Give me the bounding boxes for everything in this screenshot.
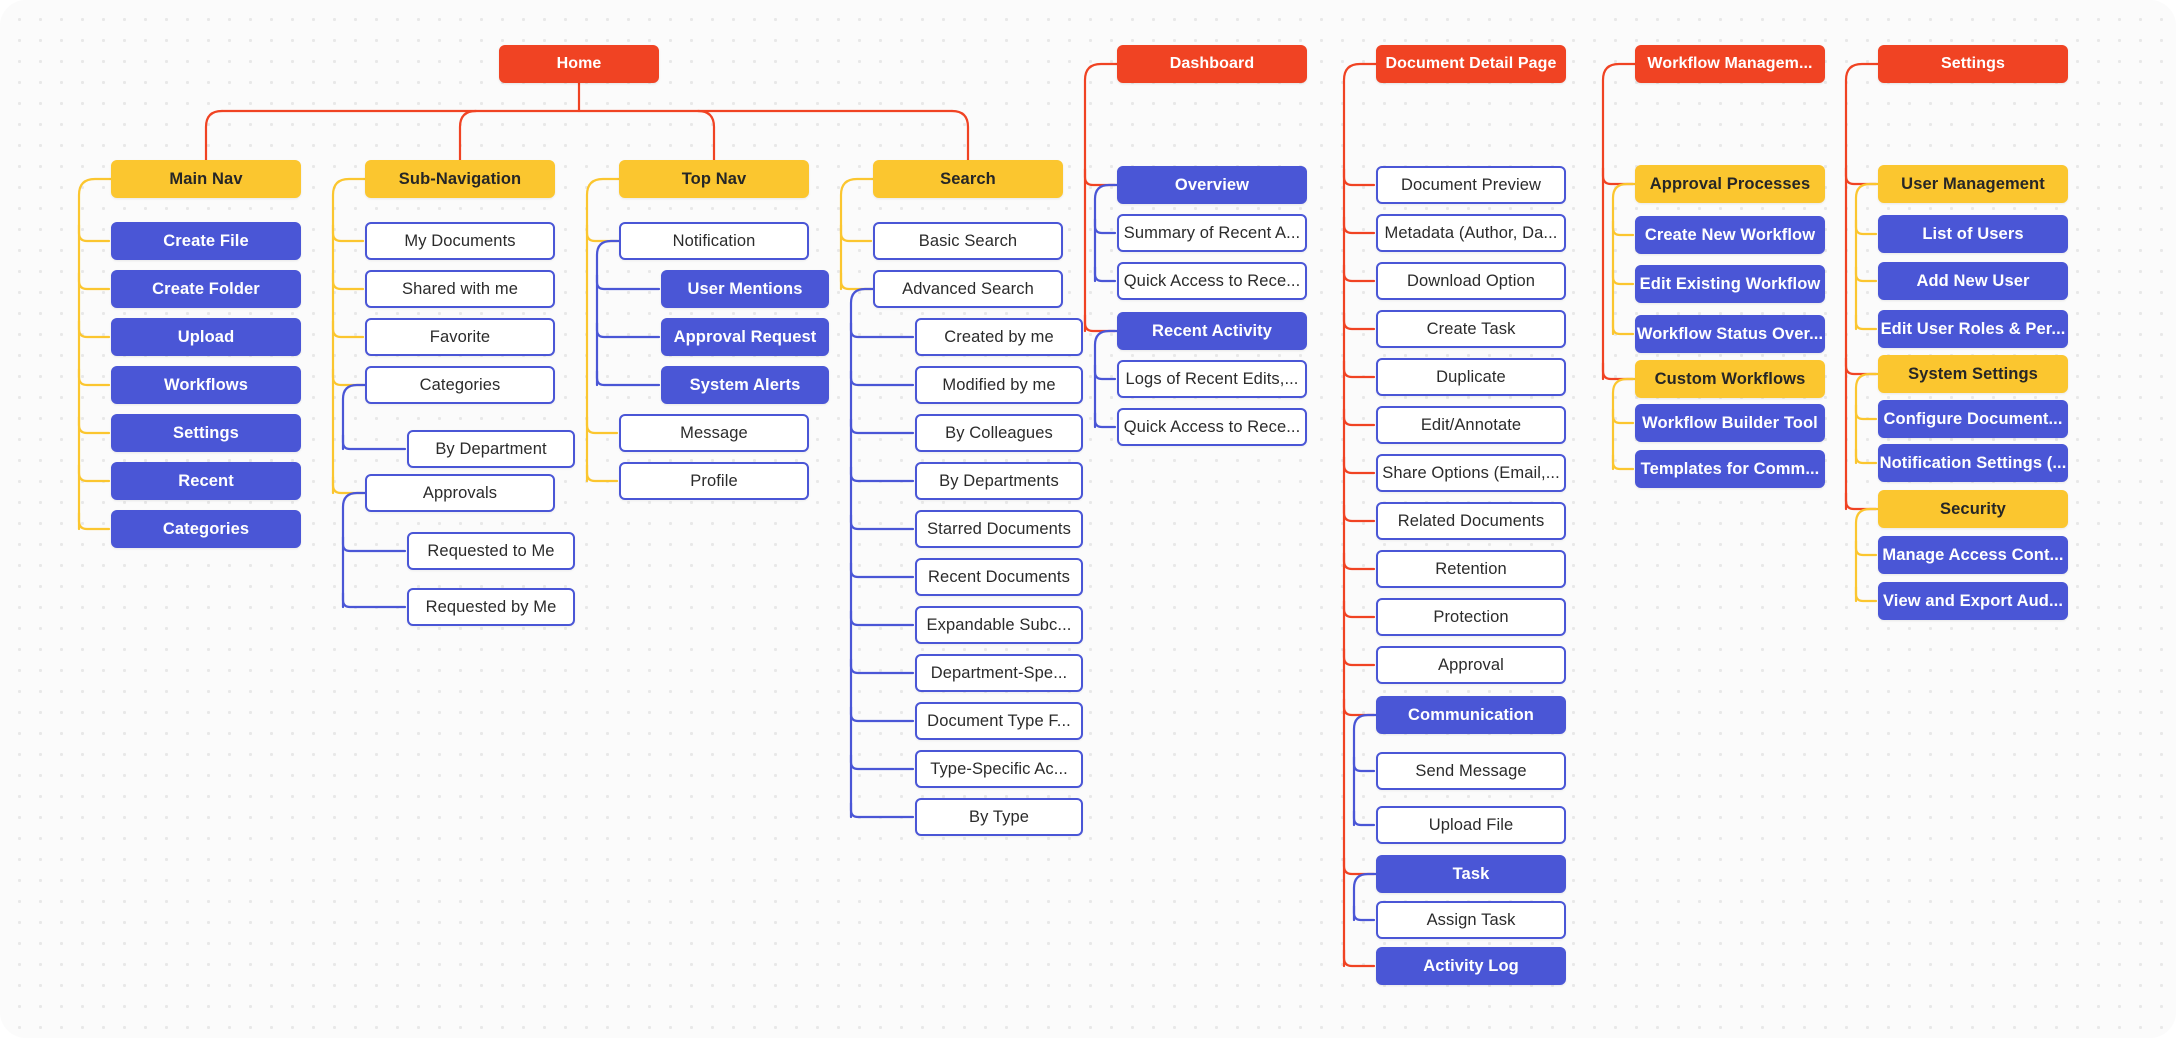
column-header-workflow-management[interactable]: Workflow Managem... [1635,45,1825,83]
node-dashboard-2[interactable]: Quick Access to Rece... [1117,262,1307,300]
node-search-0[interactable]: Basic Search [873,222,1063,260]
node-settings-7[interactable]: Security [1878,490,2068,528]
column-header-main-nav[interactable]: Main Nav [111,160,301,198]
node-search-7[interactable]: Recent Documents [915,558,1083,596]
node-sub-navigation-4[interactable]: By Department [407,430,575,468]
node-top-nav-3[interactable]: System Alerts [661,366,829,404]
node-workflow-management-4[interactable]: Custom Workflows [1635,360,1825,398]
node-document-detail-page-8[interactable]: Retention [1376,550,1566,588]
node-main-nav-6[interactable]: Categories [111,510,301,548]
node-document-detail-page-13[interactable]: Upload File [1376,806,1566,844]
node-dashboard-1[interactable]: Summary of Recent A... [1117,214,1307,252]
node-workflow-management-1[interactable]: Create New Workflow [1635,216,1825,254]
column-header-settings[interactable]: Settings [1878,45,2068,83]
node-settings-8[interactable]: Manage Access Cont... [1878,536,2068,574]
node-document-detail-page-15[interactable]: Assign Task [1376,901,1566,939]
node-main-nav-3[interactable]: Workflows [111,366,301,404]
node-sub-navigation-5[interactable]: Approvals [365,474,555,512]
node-document-detail-page-11[interactable]: Communication [1376,696,1566,734]
node-main-nav-1[interactable]: Create Folder [111,270,301,308]
node-search-8[interactable]: Expandable Subc... [915,606,1083,644]
node-document-detail-page-10[interactable]: Approval [1376,646,1566,684]
column-header-search[interactable]: Search [873,160,1063,198]
node-document-detail-page-4[interactable]: Duplicate [1376,358,1566,396]
node-settings-3[interactable]: Edit User Roles & Per... [1878,310,2068,348]
node-search-4[interactable]: By Colleagues [915,414,1083,452]
node-main-nav-0[interactable]: Create File [111,222,301,260]
node-workflow-management-2[interactable]: Edit Existing Workflow [1635,265,1825,303]
node-document-detail-page-2[interactable]: Download Option [1376,262,1566,300]
node-search-3[interactable]: Modified by me [915,366,1083,404]
node-sub-navigation-0[interactable]: My Documents [365,222,555,260]
column-header-top-nav[interactable]: Top Nav [619,160,809,198]
node-search-9[interactable]: Department-Spe... [915,654,1083,692]
node-document-detail-page-14[interactable]: Task [1376,855,1566,893]
column-header-document-detail-page[interactable]: Document Detail Page [1376,45,1566,83]
node-settings-4[interactable]: System Settings [1878,355,2068,393]
node-search-1[interactable]: Advanced Search [873,270,1063,308]
node-workflow-management-6[interactable]: Templates for Comm... [1635,450,1825,488]
node-settings-0[interactable]: User Management [1878,165,2068,203]
node-document-detail-page-5[interactable]: Edit/Annotate [1376,406,1566,444]
node-settings-5[interactable]: Configure Document... [1878,400,2068,438]
node-dashboard-0[interactable]: Overview [1117,166,1307,204]
node-settings-2[interactable]: Add New User [1878,262,2068,300]
node-workflow-management-0[interactable]: Approval Processes [1635,165,1825,203]
node-sub-navigation-2[interactable]: Favorite [365,318,555,356]
node-top-nav-4[interactable]: Message [619,414,809,452]
node-document-detail-page-9[interactable]: Protection [1376,598,1566,636]
node-search-2[interactable]: Created by me [915,318,1083,356]
node-workflow-management-3[interactable]: Workflow Status Over... [1635,315,1825,353]
node-sub-navigation-3[interactable]: Categories [365,366,555,404]
node-workflow-management-5[interactable]: Workflow Builder Tool [1635,404,1825,442]
node-dashboard-4[interactable]: Logs of Recent Edits,... [1117,360,1307,398]
node-document-detail-page-3[interactable]: Create Task [1376,310,1566,348]
node-top-nav-0[interactable]: Notification [619,222,809,260]
node-main-nav-2[interactable]: Upload [111,318,301,356]
node-dashboard-5[interactable]: Quick Access to Rece... [1117,408,1307,446]
node-search-6[interactable]: Starred Documents [915,510,1083,548]
node-document-detail-page-6[interactable]: Share Options (Email,... [1376,454,1566,492]
node-settings-9[interactable]: View and Export Aud... [1878,582,2068,620]
node-sub-navigation-6[interactable]: Requested to Me [407,532,575,570]
node-document-detail-page-12[interactable]: Send Message [1376,752,1566,790]
node-search-10[interactable]: Document Type F... [915,702,1083,740]
root-node-home[interactable]: Home [499,45,659,83]
node-top-nav-5[interactable]: Profile [619,462,809,500]
node-top-nav-1[interactable]: User Mentions [661,270,829,308]
node-settings-1[interactable]: List of Users [1878,215,2068,253]
column-header-sub-navigation[interactable]: Sub-Navigation [365,160,555,198]
node-main-nav-5[interactable]: Recent [111,462,301,500]
node-search-5[interactable]: By Departments [915,462,1083,500]
column-header-dashboard[interactable]: Dashboard [1117,45,1307,83]
node-search-12[interactable]: By Type [915,798,1083,836]
node-document-detail-page-16[interactable]: Activity Log [1376,947,1566,985]
node-sub-navigation-1[interactable]: Shared with me [365,270,555,308]
node-document-detail-page-1[interactable]: Metadata (Author, Da... [1376,214,1566,252]
node-main-nav-4[interactable]: Settings [111,414,301,452]
node-document-detail-page-0[interactable]: Document Preview [1376,166,1566,204]
node-settings-6[interactable]: Notification Settings (... [1878,444,2068,482]
node-dashboard-3[interactable]: Recent Activity [1117,312,1307,350]
node-sub-navigation-7[interactable]: Requested by Me [407,588,575,626]
node-top-nav-2[interactable]: Approval Request [661,318,829,356]
node-search-11[interactable]: Type-Specific Ac... [915,750,1083,788]
node-document-detail-page-7[interactable]: Related Documents [1376,502,1566,540]
